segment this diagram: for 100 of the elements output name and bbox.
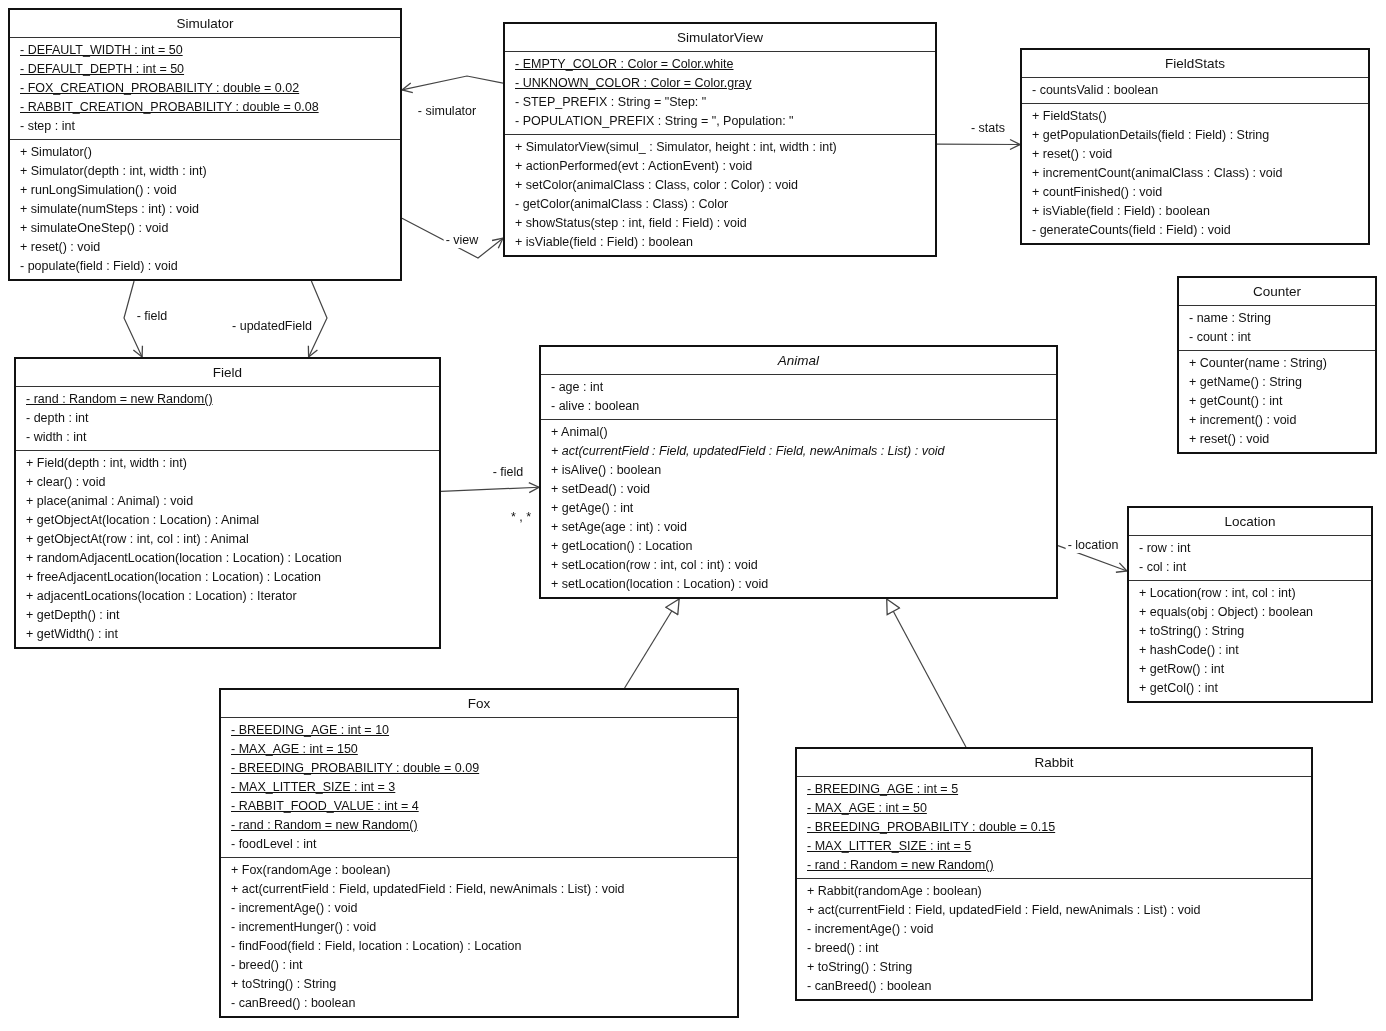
- method-text: - generateCounts(field : Field) : void: [1032, 222, 1231, 239]
- method-text: + isViable(field : Field) : boolean: [1032, 203, 1210, 220]
- attribute-text: - STEP_PREFIX : String = "Step: ": [515, 94, 707, 111]
- method-text: + act(currentField : Field, updatedField : Field, newAnimals : List) : void: [807, 902, 1201, 919]
- method-text: + getWidth() : int: [26, 626, 119, 643]
- class-box: [539, 345, 1058, 599]
- attribute-text: - RABBIT_FOOD_VALUE : int = 4: [231, 798, 419, 815]
- class-box: [219, 688, 739, 1018]
- attribute-text: - MAX_LITTER_SIZE : int = 3: [231, 779, 396, 796]
- attribute-text: - row : int: [1139, 540, 1191, 557]
- attribute-text: - rand : Random = new Random(): [807, 857, 994, 874]
- method-text: + setDead() : void: [551, 481, 650, 498]
- class-name: Simulator: [175, 15, 235, 33]
- attribute-text: - countsValid : boolean: [1032, 82, 1159, 99]
- attribute-text: - step : int: [20, 118, 75, 135]
- method-text: + runLongSimulation() : void: [20, 182, 177, 199]
- method-text: - incrementAge() : void: [807, 921, 934, 938]
- method-text: + FieldStats(): [1032, 108, 1107, 125]
- method-text: + getRow() : int: [1139, 661, 1225, 678]
- generalization-arrow: [886, 598, 967, 748]
- method-text: + toString() : String: [231, 976, 337, 993]
- method-text: - breed() : int: [231, 957, 303, 974]
- role-label: - updatedField: [230, 318, 314, 334]
- method-text: - canBreed() : boolean: [231, 995, 356, 1012]
- attribute-text: - RABBIT_CREATION_PROBABILITY : double = 0.08: [20, 99, 319, 116]
- method-text: + Counter(name : String): [1189, 355, 1327, 372]
- method-text: + act(currentField : Field, updatedField : Field, newAnimals : List) : void: [231, 881, 625, 898]
- attribute-text: - EMPTY_COLOR : Color = Color.white: [515, 56, 734, 73]
- method-text: + incrementCount(animalClass : Class) : void: [1032, 165, 1283, 182]
- attribute-text: - foodLevel : int: [231, 836, 317, 853]
- attribute-text: - BREEDING_AGE : int = 5: [807, 781, 959, 798]
- attribute-text: - depth : int: [26, 410, 89, 427]
- method-text: + getObjectAt(row : int, col : int) : Animal: [26, 531, 249, 548]
- attribute-text: - rand : Random = new Random(): [231, 817, 418, 834]
- class-name: Counter: [1252, 283, 1302, 301]
- attribute-text: - col : int: [1139, 559, 1187, 576]
- method-text: + getPopulationDetails(field : Field) : String: [1032, 127, 1270, 144]
- attribute-text: - POPULATION_PREFIX : String = ", Population: ": [515, 113, 794, 130]
- method-text: + simulateOneStep() : void: [20, 220, 169, 237]
- method-text: + toString() : String: [807, 959, 913, 976]
- attribute-text: - UNKNOWN_COLOR : Color = Color.gray: [515, 75, 752, 92]
- attribute-text: - BREEDING_AGE : int = 10: [231, 722, 390, 739]
- attribute-text: - width : int: [26, 429, 87, 446]
- class-box: [8, 8, 402, 281]
- association-arrow: [123, 280, 144, 358]
- class-box: [14, 357, 441, 649]
- method-text: + getName() : String: [1189, 374, 1302, 391]
- attribute-text: - count : int: [1189, 329, 1251, 346]
- method-text: - getColor(animalClass : Class) : Color: [515, 196, 729, 213]
- class-box: [1177, 276, 1377, 454]
- method-text: + randomAdjacentLocation(location : Location) : Location: [26, 550, 342, 567]
- class-name: Location: [1223, 513, 1277, 531]
- method-text: + Location(row : int, col : int): [1139, 585, 1296, 602]
- method-text: + SimulatorView(simul_ : Simulator, height : int, width : int): [515, 139, 837, 156]
- class-name: Rabbit: [1033, 754, 1075, 772]
- method-text: + getCol() : int: [1139, 680, 1218, 697]
- method-text: + reset() : void: [1032, 146, 1113, 163]
- method-text: + Simulator(): [20, 144, 92, 161]
- method-text: + showStatus(step : int, field : Field) : void: [515, 215, 747, 232]
- method-text: + actionPerformed(evt : ActionEvent) : void: [515, 158, 753, 175]
- class-name: SimulatorView: [675, 29, 764, 47]
- method-text: + getObjectAt(location : Location) : Animal: [26, 512, 260, 529]
- method-text: - findFood(field : Field, location : Location) : Location: [231, 938, 522, 955]
- attribute-text: - age : int: [551, 379, 604, 396]
- attribute-text: - BREEDING_PROBABILITY : double = 0.15: [807, 819, 1056, 836]
- method-text: + increment() : void: [1189, 412, 1297, 429]
- multiplicity-label: * , *: [508, 509, 534, 525]
- association-arrow: [440, 482, 540, 494]
- attribute-text: - name : String: [1189, 310, 1271, 327]
- method-text: + setColor(animalClass : Class, color : Color) : void: [515, 177, 799, 194]
- method-text: + hashCode() : int: [1139, 642, 1239, 659]
- class-name: Fox: [466, 695, 492, 713]
- class-name: Animal: [776, 352, 821, 370]
- method-text: - populate(field : Field) : void: [20, 258, 178, 275]
- attribute-text: - MAX_LITTER_SIZE : int = 5: [807, 838, 972, 855]
- method-text: + setLocation(row : int, col : int) : void: [551, 557, 758, 574]
- class-box: [1020, 48, 1370, 245]
- method-text: + getCount() : int: [1189, 393, 1283, 410]
- method-text: + getLocation() : Location: [551, 538, 693, 555]
- method-text: + act(currentField : Field, updatedField : Field, newAnimals : List) : void: [551, 443, 945, 460]
- association-arrow: [307, 280, 328, 358]
- method-text: + simulate(numSteps : int) : void: [20, 201, 199, 218]
- attribute-text: - FOX_CREATION_PROBABILITY : double = 0.02: [20, 80, 300, 97]
- attribute-text: - DEFAULT_WIDTH : int = 50: [20, 42, 183, 59]
- generalization-arrow: [624, 598, 680, 689]
- attribute-text: - alive : boolean: [551, 398, 640, 415]
- method-text: + reset() : void: [20, 239, 101, 256]
- attribute-text: - MAX_AGE : int = 50: [807, 800, 927, 817]
- attribute-text: - BREEDING_PROBABILITY : double = 0.09: [231, 760, 480, 777]
- method-text: + countFinished() : void: [1032, 184, 1163, 201]
- method-text: + equals(obj : Object) : boolean: [1139, 604, 1314, 621]
- method-text: + toString() : String: [1139, 623, 1245, 640]
- method-text: + setAge(age : int) : void: [551, 519, 687, 536]
- class-box: [1127, 506, 1373, 703]
- method-text: + place(animal : Animal) : void: [26, 493, 194, 510]
- method-text: + Fox(randomAge : boolean): [231, 862, 391, 879]
- method-text: + getAge() : int: [551, 500, 634, 517]
- method-text: + Simulator(depth : int, width : int): [20, 163, 207, 180]
- class-box: [795, 747, 1313, 1001]
- method-text: + clear() : void: [26, 474, 106, 491]
